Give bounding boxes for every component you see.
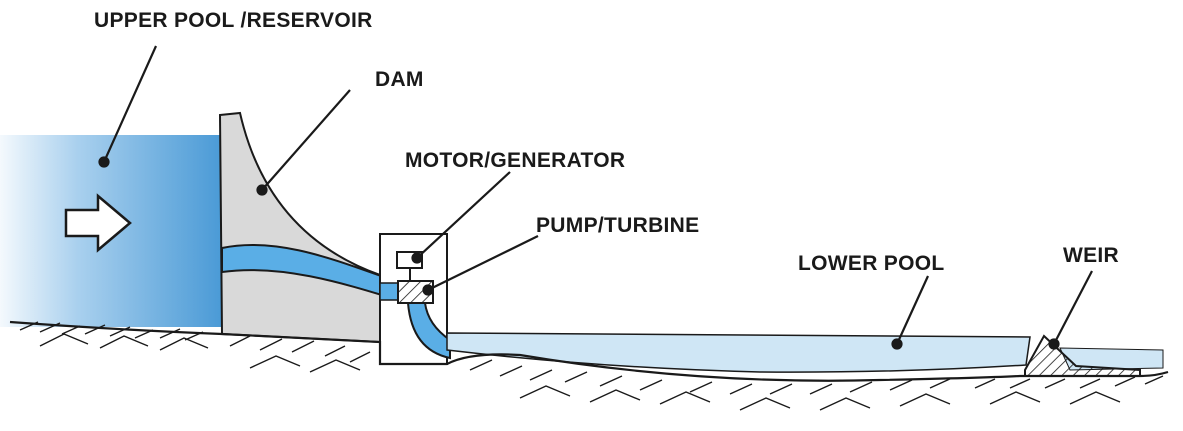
weir-label: WEIR — [1063, 244, 1119, 267]
dam-label: DAM — [375, 68, 424, 91]
lower-pool-label: LOWER POOL — [798, 252, 945, 275]
ground-hatching — [19, 321, 1164, 411]
ground-line — [9, 320, 1169, 382]
pump-turbine-label: PUMP/TURBINE — [536, 214, 699, 237]
leader-lines — [98, 45, 1093, 350]
motor-generator-label: MOTOR/GENERATOR — [405, 149, 625, 172]
powerhouse-pipe — [379, 282, 399, 301]
right-arrow-icon — [64, 193, 132, 253]
upper-pool-label: UPPER POOL /RESERVOIR — [94, 9, 373, 32]
lower-pool-water — [446, 332, 1031, 373]
